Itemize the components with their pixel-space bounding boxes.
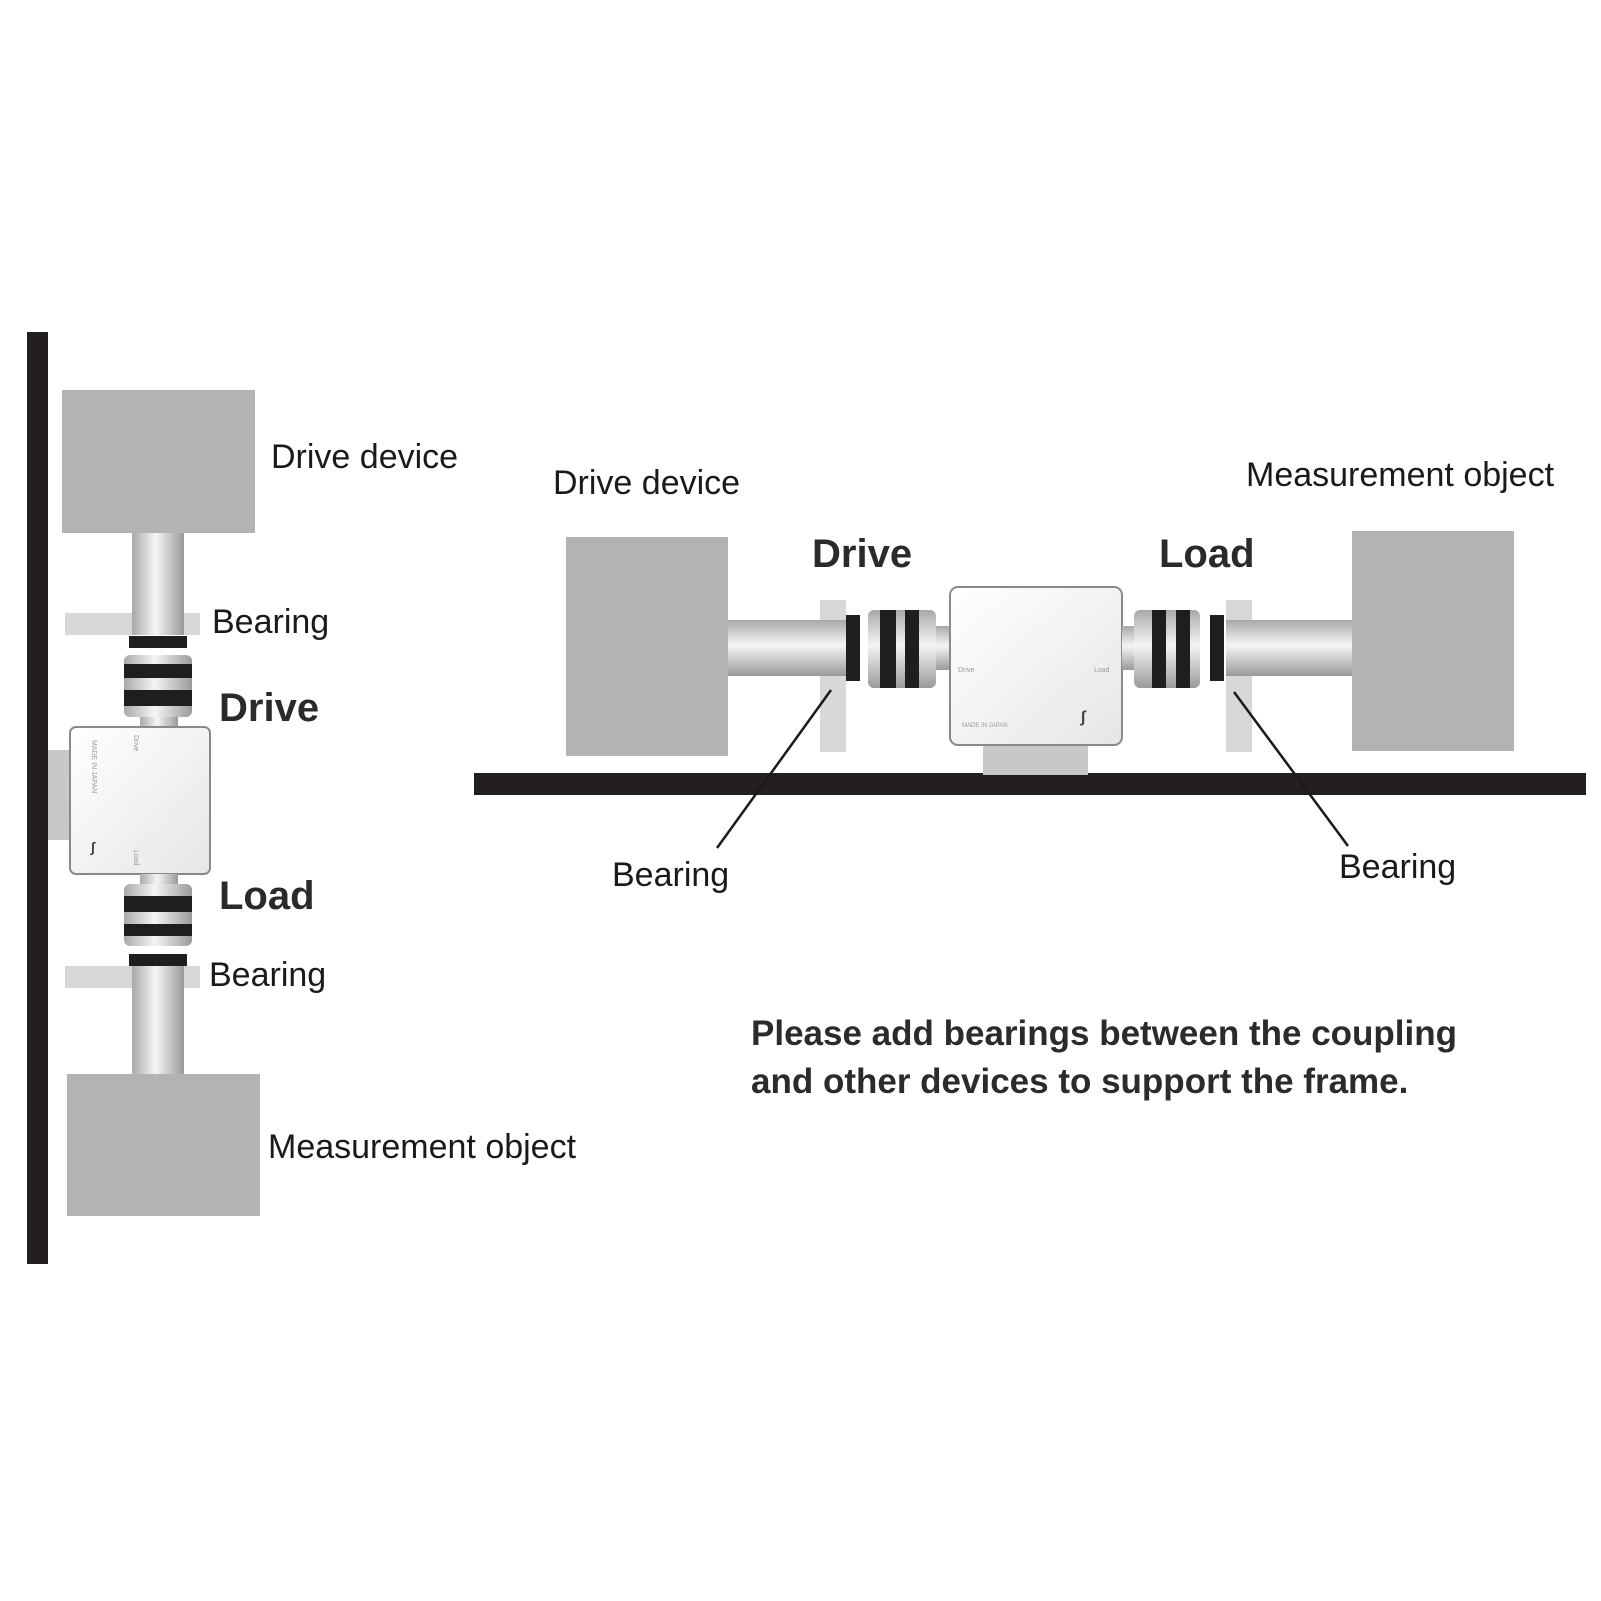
vertical-measurement-object-block: [67, 1074, 260, 1216]
svg-text:MADE IN JAPAN: MADE IN JAPAN: [962, 723, 1008, 729]
horizontal-collar-right: [1210, 615, 1224, 681]
svg-text:Load: Load: [132, 850, 139, 866]
vertical-shaft-bearing-bottom: [132, 966, 184, 988]
horizontal-drive-device-label: Drive device: [553, 464, 741, 502]
horizontal-shaft-bearing-right: [1226, 620, 1252, 676]
horizontal-frame-bar: [474, 773, 1586, 795]
horizontal-bearing-right-label: Bearing: [1339, 848, 1457, 886]
vertical-sensor-mount: [48, 750, 72, 840]
horizontal-drive-coupling: [868, 610, 952, 688]
installation-note-line-1: Please add bearings between the coupling: [751, 1014, 1457, 1053]
vertical-measurement-object-label: Measurement object: [268, 1128, 577, 1166]
svg-text:∫: ∫: [90, 839, 96, 856]
horizontal-drive-label: Drive: [812, 532, 913, 576]
horizontal-shaft-left: [728, 620, 822, 676]
vertical-shaft-bottom: [132, 988, 184, 1074]
horizontal-shaft-right: [1252, 620, 1352, 676]
horizontal-diagram: Drive Load MADE IN JAPAN ∫: [474, 531, 1586, 849]
vertical-collar-bottom: [129, 954, 187, 966]
vertical-shaft-top: [132, 533, 184, 615]
vertical-drive-coupling: [124, 655, 192, 729]
svg-text:∫: ∫: [1079, 709, 1087, 726]
svg-text:Load: Load: [1094, 667, 1110, 674]
vertical-drive-device-label: Drive device: [271, 438, 459, 476]
vertical-torque-sensor-body: MADE IN JAPAN Drive Load ∫: [69, 726, 211, 875]
horizontal-drive-device-block: [566, 537, 728, 756]
horizontal-measurement-object-label: Measurement object: [1246, 456, 1555, 494]
vertical-bearing-top-label: Bearing: [212, 603, 330, 641]
vertical-bearing-bottom-label: Bearing: [209, 956, 327, 994]
horizontal-collar-left: [846, 615, 860, 681]
horizontal-shaft-bearing-left: [820, 620, 846, 676]
svg-text:Drive: Drive: [132, 735, 139, 751]
vertical-frame-bar: [27, 332, 48, 1264]
svg-text:MADE IN JAPAN: MADE IN JAPAN: [90, 740, 97, 793]
vertical-load-coupling: [124, 874, 192, 946]
vertical-drive-label: Drive: [219, 686, 320, 730]
horizontal-load-coupling: [1122, 610, 1200, 688]
bearing-left-leader-line: [715, 689, 833, 849]
vertical-collar-top: [129, 636, 187, 648]
vertical-diagram: MADE IN JAPAN Drive Load ∫: [27, 332, 260, 1264]
installation-note: Please add bearings between the coupling…: [751, 1010, 1457, 1106]
svg-text:Drive: Drive: [958, 667, 974, 674]
vertical-drive-device-block: [62, 390, 255, 533]
horizontal-torque-sensor-body: Drive Load MADE IN JAPAN ∫: [949, 586, 1123, 746]
horizontal-bearing-left-label: Bearing: [612, 856, 730, 894]
vertical-load-label: Load: [219, 874, 315, 918]
horizontal-sensor-mount: [983, 745, 1088, 775]
installation-note-line-2: and other devices to support the frame.: [751, 1062, 1409, 1101]
bearing-right-leader-line: [1232, 691, 1350, 847]
horizontal-measurement-object-block: [1352, 531, 1514, 751]
vertical-shaft-bearing-top: [132, 613, 184, 635]
horizontal-load-label: Load: [1159, 532, 1255, 576]
